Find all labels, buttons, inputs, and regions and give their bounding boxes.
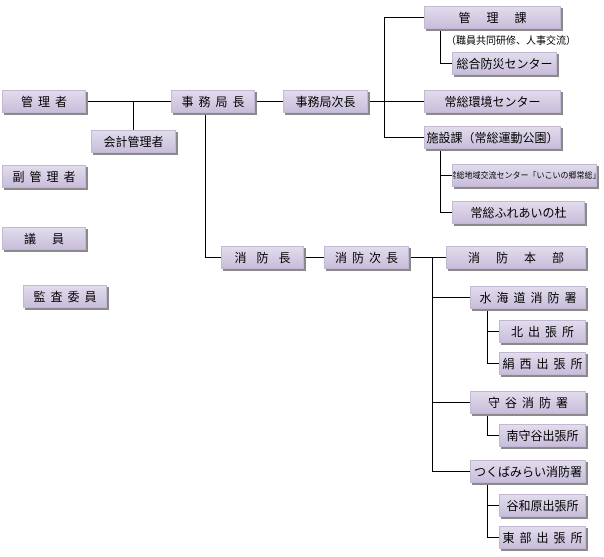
node-label: 会計管理者 bbox=[103, 135, 164, 149]
node-label: 総合防災センター bbox=[456, 57, 553, 71]
node-tobu: 東部出張所 bbox=[499, 526, 586, 549]
node-label: 常総地域交流センター「いこいの郷常総」 bbox=[452, 171, 597, 180]
node-label: 議員 bbox=[23, 232, 80, 246]
node-kanrika-note: （職員共同研修、人事交流） bbox=[446, 36, 576, 47]
node-joso-chiiki-koryu: 常総地域交流センター「いこいの郷常総」 bbox=[452, 164, 597, 187]
node-label: 事務局長 bbox=[181, 95, 250, 109]
node-yawara: 谷和原出張所 bbox=[499, 494, 586, 517]
node-label: つくばみらい消防署 bbox=[473, 465, 582, 479]
node-minami-moriya: 南守谷出張所 bbox=[499, 424, 586, 447]
node-kita-shuchosho: 北出張所 bbox=[499, 320, 586, 343]
node-tsukubamirai: つくばみらい消防署 bbox=[470, 460, 586, 483]
node-label: 管理者 bbox=[20, 95, 72, 109]
node-kaikei-kanrisha: 会計管理者 bbox=[91, 130, 176, 153]
node-kanrika: 管理課 bbox=[424, 6, 561, 29]
node-kanrisha: 管理者 bbox=[2, 90, 86, 113]
node-label: 副管理者 bbox=[12, 170, 81, 184]
node-label: 施設課（常総運動公園） bbox=[426, 131, 559, 145]
node-label: 常総ふれあいの杜 bbox=[470, 206, 567, 220]
node-label: 東部出張所 bbox=[502, 531, 586, 545]
node-shobocho: 消防長 bbox=[221, 246, 304, 269]
node-label: 事務局次長 bbox=[295, 95, 356, 109]
node-joso-kankyo: 常総環境センター bbox=[424, 90, 561, 113]
node-kinunishi-shuchosho: 絹西出張所 bbox=[499, 352, 586, 375]
node-jimukyokucho: 事務局長 bbox=[171, 90, 255, 113]
node-jimukyoku-jicho: 事務局次長 bbox=[283, 90, 368, 113]
node-joso-fureai: 常総ふれあいの杜 bbox=[452, 201, 585, 224]
node-shobo-honbu: 消防本部 bbox=[446, 246, 586, 269]
node-sogo-bosai: 総合防災センター bbox=[452, 52, 557, 75]
node-label: 南守谷出張所 bbox=[506, 429, 579, 443]
node-label: 谷和原出張所 bbox=[506, 499, 579, 513]
node-label: 絹西出張所 bbox=[502, 357, 586, 371]
node-label: 守谷消防署 bbox=[487, 396, 573, 410]
node-fuku-kanrisha: 副管理者 bbox=[2, 165, 86, 188]
node-shisetsuka: 施設課（常総運動公園） bbox=[424, 126, 561, 149]
node-label: 消防長 bbox=[234, 251, 301, 265]
node-label: 消防次長 bbox=[334, 251, 403, 265]
node-moriya: 守谷消防署 bbox=[470, 391, 586, 414]
node-label: 常総環境センター bbox=[444, 95, 541, 109]
node-label: 水海道消防署 bbox=[479, 291, 582, 305]
node-label: 北出張所 bbox=[510, 325, 579, 339]
node-kansa-iin: 監査委員 bbox=[23, 285, 107, 308]
node-mitsukaido: 水海道消防署 bbox=[470, 286, 586, 309]
node-giin: 議員 bbox=[2, 227, 86, 250]
node-label: 監査委員 bbox=[33, 290, 102, 304]
node-label: 消防本部 bbox=[467, 251, 580, 265]
node-shobo-jicho: 消防次長 bbox=[324, 246, 409, 269]
node-label: 管理課 bbox=[458, 11, 543, 25]
